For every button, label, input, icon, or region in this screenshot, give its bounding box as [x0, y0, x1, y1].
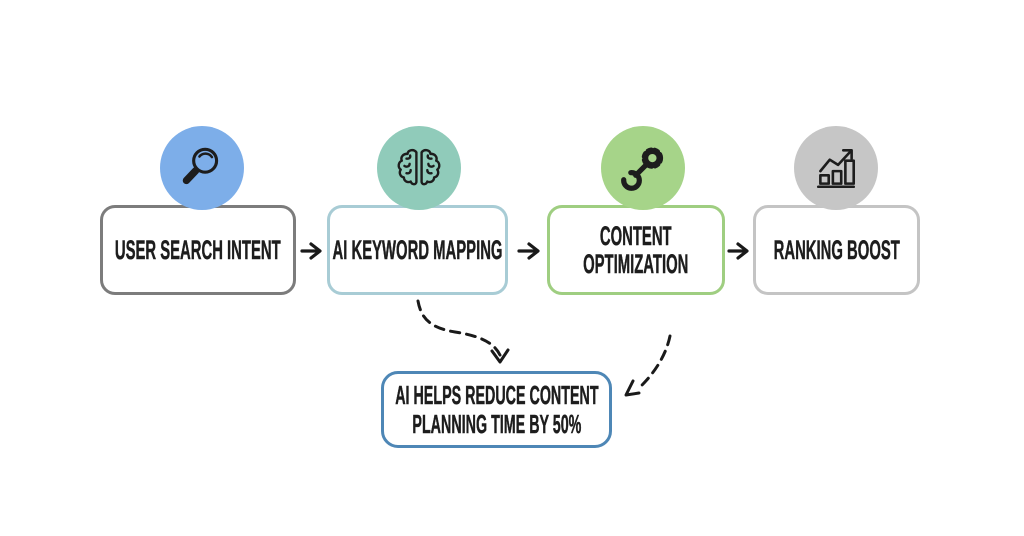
brain-icon	[397, 148, 441, 186]
step-label-content-optimization: CONTENT OPTIMIZATION	[583, 220, 689, 279]
wrench-gear-icon	[621, 147, 664, 191]
step-icon-circle-ai-keyword-mapping	[377, 126, 461, 210]
step-box-user-search-intent: USER SEARCH INTENT	[100, 205, 296, 295]
step-label-ranking-boost: RANKING BOOST	[773, 234, 900, 265]
callout-box-ai-time-saving: AI HELPS REDUCE CONTENT PLANNING TIME BY…	[381, 371, 612, 448]
arrow-step2-to-step3	[517, 242, 540, 260]
dashed-arrow-optimization-to-callout	[624, 334, 672, 397]
step-icon-circle-ranking-boost	[794, 126, 878, 210]
arrow-step3-to-step4	[727, 242, 749, 260]
step-box-content-optimization: CONTENT OPTIMIZATION	[547, 205, 725, 295]
step-icon-circle-content-optimization	[601, 126, 685, 210]
step-icon-circle-user-search-intent	[160, 126, 244, 210]
magnifier-icon	[182, 147, 219, 185]
step-label-ai-keyword-mapping: AI KEYWORD MAPPING	[332, 234, 503, 265]
step-box-ai-keyword-mapping: AI KEYWORD MAPPING	[327, 205, 508, 295]
callout-label: AI HELPS REDUCE CONTENT PLANNING TIME BY…	[394, 379, 599, 439]
arrow-step1-to-step2	[300, 242, 322, 260]
dashed-arrow-mapping-to-callout	[416, 299, 510, 364]
step-box-ranking-boost: RANKING BOOST	[753, 205, 920, 295]
step-label-user-search-intent: USER SEARCH INTENT	[115, 234, 281, 265]
bar-chart-growth-icon	[816, 148, 856, 189]
